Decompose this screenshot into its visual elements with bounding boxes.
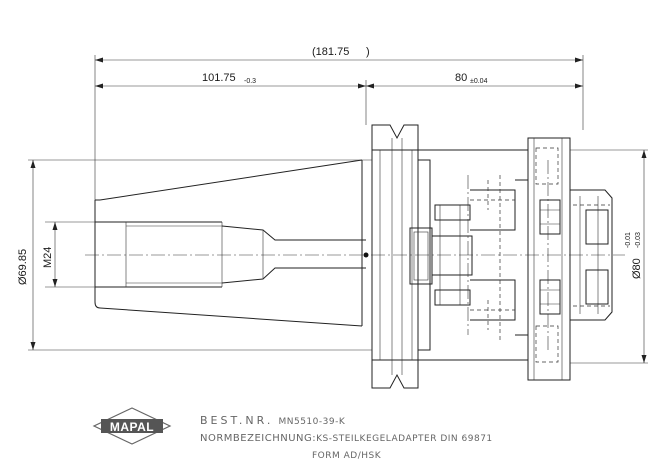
dim-bore-diameter-tol-lower: -0.03 <box>635 232 642 248</box>
v-flange <box>371 124 528 389</box>
logo-text: MAPAL <box>110 420 154 434</box>
dim-bore-diameter-tol-upper: -0.01 <box>625 232 632 248</box>
designation-value: KS-STEILKEGELADAPTER DIN 69871 <box>316 434 493 444</box>
extension-lines <box>28 55 648 364</box>
dim-taper-length-tolerance: -0.3 <box>244 78 256 85</box>
dim-taper-length: 101.75 <box>202 72 236 84</box>
title-block: BEST.NR. MN5510-39-K NORMBEZEICHNUNG:KS-… <box>200 412 620 463</box>
dim-bore-diameter: Ø80 <box>631 258 643 279</box>
clamping-unit <box>527 137 613 381</box>
adapter-body <box>409 175 529 340</box>
steep-taper-shank <box>94 159 366 327</box>
dim-adapter-length: 80 <box>455 72 467 84</box>
designation-label: NORMBEZEICHNUNG: <box>200 433 317 444</box>
mapal-logo: MAPAL <box>92 407 172 445</box>
order-number-value: MN5510-39-K <box>278 417 346 427</box>
centerlines <box>85 160 625 350</box>
dim-thread: M24 <box>42 247 54 268</box>
form-row: FORM AD/HSK <box>200 446 620 463</box>
dimension-lines <box>30 57 647 363</box>
order-number-row: BEST.NR. MN5510-39-K <box>200 412 620 429</box>
dim-flange-diameter: Ø69.85 <box>17 249 29 285</box>
designation-row: NORMBEZEICHNUNG:KS-STEILKEGELADAPTER DIN… <box>200 429 620 446</box>
form-value: FORM AD/HSK <box>312 451 382 461</box>
dim-adapter-length-tolerance: ±0.04 <box>470 78 488 85</box>
dim-overall-suffix: ) <box>366 46 370 58</box>
order-number-label: BEST.NR. <box>200 414 274 427</box>
dim-overall: (181.75 <box>312 46 349 58</box>
